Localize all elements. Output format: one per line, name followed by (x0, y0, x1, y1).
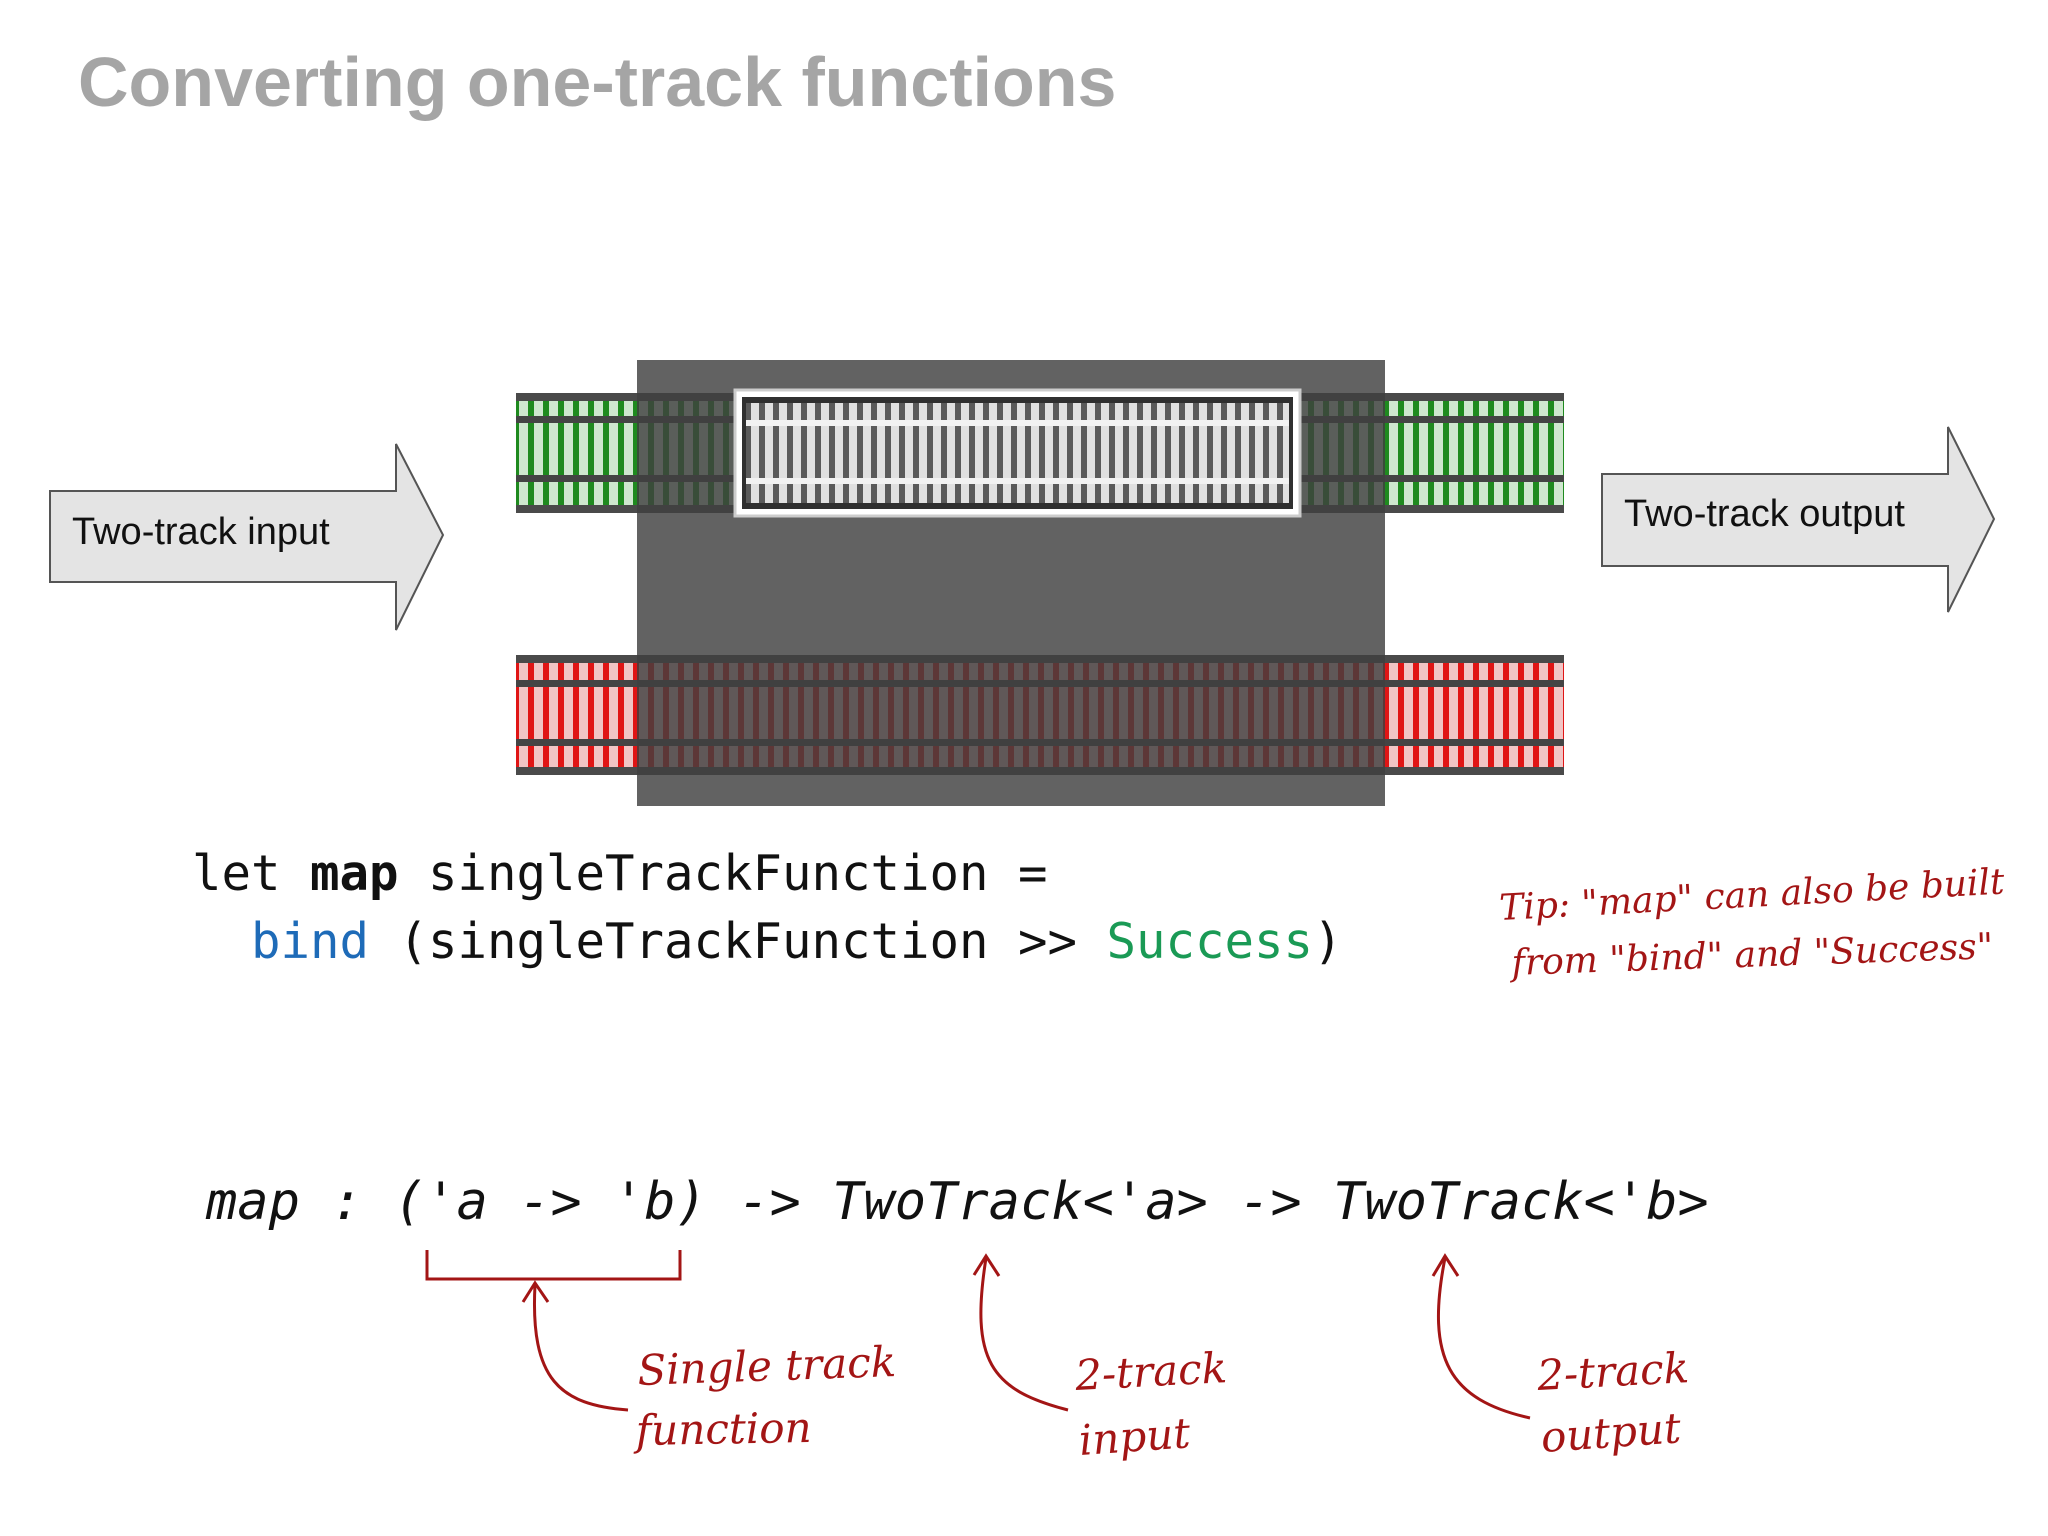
tip-line1: Tip: "map" can also be built (1498, 862, 2006, 929)
code-map-keyword: map (310, 845, 399, 902)
single-track-bracket (425, 1250, 682, 1281)
input-pointer-arrow (972, 1253, 1069, 1412)
input-arrow-label: Two-track input (72, 511, 330, 553)
input-arrow: Two-track input (49, 443, 445, 631)
output-pointer-arrow (1431, 1253, 1531, 1420)
code-line-1: let map singleTrackFunction = (192, 840, 1048, 908)
code-bind-keyword: bind (251, 913, 370, 970)
code-indent (192, 913, 251, 970)
single-track-pointer-arrow (521, 1280, 629, 1412)
annotation-input-line1: 2-track (1073, 1343, 1228, 1400)
code-let-keyword: let (192, 845, 311, 902)
tip-line2: from "bind" and "Success" (1508, 926, 1994, 984)
annotation-single-track-line1: Single track (637, 1337, 897, 1395)
code-line2-middle: (singleTrackFunction >> (369, 913, 1107, 970)
annotation-single-track-line2: function (632, 1403, 812, 1455)
type-signature: map : ('a -> 'b) -> TwoTrack<'a> -> TwoT… (206, 1172, 1709, 1232)
slide-title: Converting one-track functions (78, 43, 1117, 121)
annotation-input-line2: input (1077, 1408, 1192, 1465)
output-arrow: Two-track output (1601, 426, 1996, 613)
single-track-function (733, 388, 1302, 518)
annotation-output-line2: output (1539, 1403, 1682, 1462)
code-line-2: bind (singleTrackFunction >> Success) (192, 908, 1343, 976)
code-line2-close: ) (1313, 913, 1343, 970)
output-arrow-label: Two-track output (1624, 493, 1905, 535)
code-success-keyword: Success (1106, 913, 1314, 970)
annotation-output-line1: 2-track (1535, 1343, 1690, 1400)
code-line1-rest: singleTrackFunction = (398, 845, 1048, 902)
